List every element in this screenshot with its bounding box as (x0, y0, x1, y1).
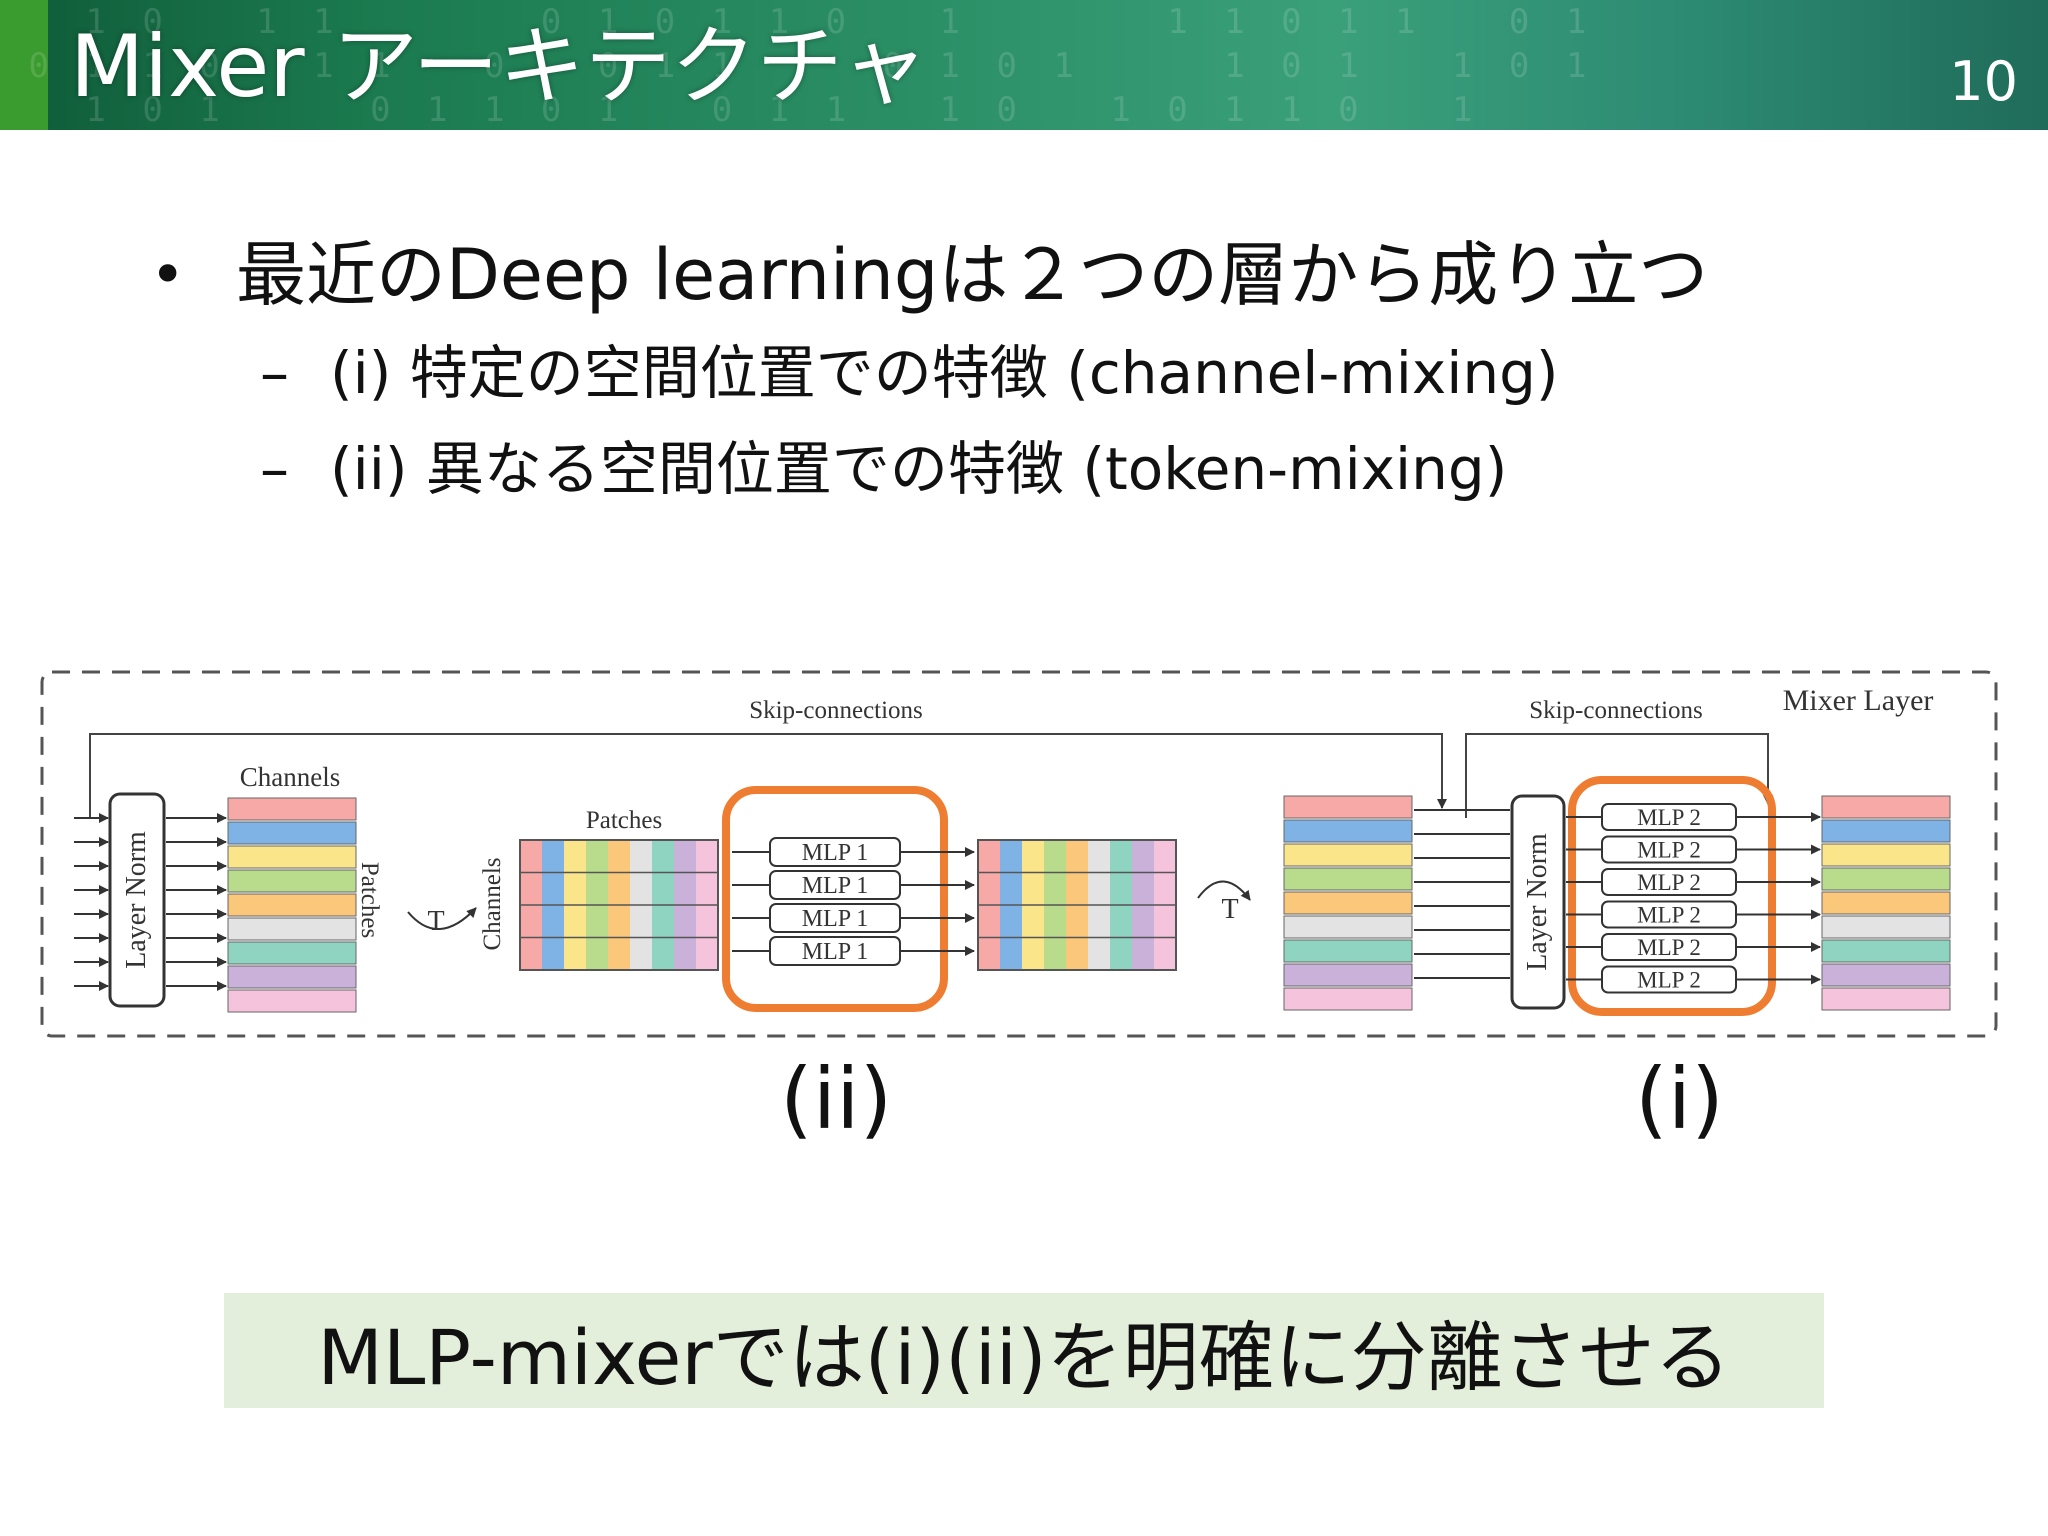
transpose-2-label: T (1221, 894, 1238, 925)
bullet-sub-1: – (i) 特定の空間位置での特徴 (channel-mixing) (260, 325, 1950, 421)
bullet-main-text: 最近のDeep learningは２つの層から成り立つ (236, 234, 1709, 316)
channels-table-3-stripe (1821, 915, 1951, 939)
slide-title: Mixer アーキテクチャ (70, 17, 928, 117)
token-mixing-highlight (722, 786, 948, 1012)
channels-table-3-stripe (1821, 795, 1951, 819)
channels-table-1-stripe (227, 821, 357, 845)
mlp1-label: MLP 1 (802, 840, 868, 866)
dash-icon: – (260, 435, 289, 503)
mixer-layer-frame (40, 670, 1998, 1038)
channels-table-2-stripe (1283, 819, 1413, 843)
channels-table-1-stripe (227, 869, 357, 893)
transpose-2-arrow (1197, 880, 1251, 901)
layer-norm-2-box (1510, 794, 1566, 1010)
patches-table-2-border (977, 839, 1177, 971)
channels-table-3-stripe (1821, 867, 1951, 891)
channels-table-1-stripe (227, 917, 357, 941)
channels-table-2-stripe (1283, 963, 1413, 987)
bullet-main: • 最近のDeep learningは２つの層から成り立つ (150, 225, 1950, 325)
layer-norm-1-box (108, 792, 166, 1008)
channels-table-3-stripe (1821, 819, 1951, 843)
mlp1-label: MLP 1 (802, 906, 868, 932)
channels-table-2-stripe (1283, 795, 1413, 819)
header-accent-bar (0, 0, 48, 130)
patches-label-1: Patches (356, 862, 383, 938)
mlp2-label: MLP 2 (1637, 870, 1701, 895)
channels-table-2-stripe (1283, 987, 1413, 1011)
page-number: 10 (1949, 50, 2018, 113)
summary-text: MLP-mixerでは(i)(ii)を明確に分離させる (317, 1312, 1731, 1402)
skip-connection-2-line (1465, 733, 1773, 818)
channels-table-2-stripe (1283, 915, 1413, 939)
skip-connection-1-line (89, 733, 1447, 818)
channels-table-2-stripe (1283, 867, 1413, 891)
mlp2-label: MLP 2 (1637, 805, 1701, 830)
layer-norm-2-label: Layer Norm (1522, 833, 1553, 971)
mlp2-label: MLP 2 (1637, 935, 1701, 960)
slide-header: 1 0 1 1 0 1 0 1 1 0 1 1 1 0 1 1 0 1 0 1 … (0, 0, 2048, 130)
channels-table-1-stripe (227, 941, 357, 965)
summary-box: MLP-mixerでは(i)(ii)を明確に分離させる (224, 1293, 1824, 1408)
bullet-list: • 最近のDeep learningは２つの層から成り立つ – (i) 特定の空… (150, 225, 1950, 517)
channels-table-1-stripe (227, 989, 357, 1013)
channels-label-1: Channels (240, 762, 341, 792)
channels-table-1-stripe (227, 965, 357, 989)
skip-connection-2-label: Skip-connections (1529, 697, 1703, 724)
bullet-sub-2-text: (ii) 異なる空間位置での特徴 (token-mixing) (330, 435, 1508, 503)
patches-table-1-border (519, 839, 719, 971)
channels-table-1-stripe (227, 893, 357, 917)
channels-table-3-stripe (1821, 843, 1951, 867)
channels-table-1-stripe (227, 797, 357, 821)
channels-table-1-stripe (227, 845, 357, 869)
caption-ii: (ii) (780, 1050, 893, 1148)
mlp2-label: MLP 2 (1637, 968, 1701, 993)
channels-label-2: Channels (479, 857, 506, 950)
channels-table-2-stripe (1283, 891, 1413, 915)
mlp1-label: MLP 1 (802, 873, 868, 899)
channels-table-3-stripe (1821, 963, 1951, 987)
channels-table-2-stripe (1283, 939, 1413, 963)
channels-table-3-stripe (1821, 939, 1951, 963)
mixer-layer-svg: Mixer Layer Skip-connections Skip-connec… (40, 670, 1998, 1038)
channels-table-3-stripe (1821, 891, 1951, 915)
layer-norm-1-label: Layer Norm (121, 831, 152, 969)
mlp2-label: MLP 2 (1637, 903, 1701, 928)
caption-i: (i) (1635, 1050, 1724, 1148)
channels-table-3-stripe (1821, 987, 1951, 1011)
mixer-layer-label: Mixer Layer (1783, 684, 1934, 717)
generated-diagram-marks: MLP 1 MLP 1 MLP 1 MLP 1 MLP 2 MLP 2 MLP 2 MLP 2… (74, 795, 1951, 1013)
mlp2-label: MLP 2 (1637, 838, 1701, 863)
transpose-1-arrow (407, 907, 477, 930)
mixer-layer-diagram: Mixer Layer Skip-connections Skip-connec… (38, 668, 2000, 1040)
bullet-sub-2: – (ii) 異なる空間位置での特徴 (token-mixing) (260, 421, 1950, 517)
bullet-dot-icon: • (150, 240, 186, 310)
channel-mixing-highlight (1568, 776, 1776, 1016)
skip-connection-1-label: Skip-connections (749, 697, 923, 724)
transpose-1-label: T (427, 906, 444, 937)
bullet-sub-1-text: (i) 特定の空間位置での特徴 (channel-mixing) (330, 339, 1559, 407)
dash-icon: – (260, 339, 289, 407)
channels-table-2-stripe (1283, 843, 1413, 867)
header-binary-background: 1 0 1 1 0 1 0 1 1 0 1 1 1 0 1 1 0 1 0 1 … (28, 2, 1595, 130)
mlp1-label: MLP 1 (802, 939, 868, 965)
patches-label-2: Patches (586, 807, 662, 834)
